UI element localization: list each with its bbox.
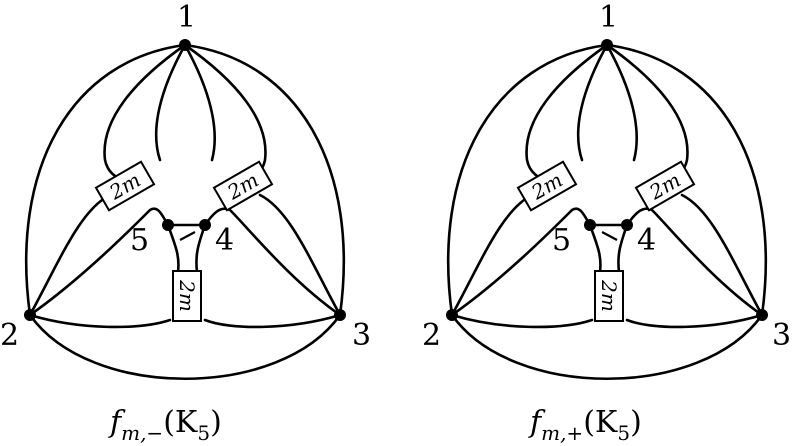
vertex-label-3: 3 (772, 318, 791, 353)
vertex-1 (179, 39, 191, 51)
vertex-label-3: 3 (352, 318, 371, 353)
outer-arc-2-3 (450, 313, 764, 381)
twist-box-bottom: 2m (172, 270, 202, 322)
arc-2-mid (28, 207, 170, 317)
vertex-3 (756, 309, 768, 321)
inner-arc-1-right (183, 43, 267, 184)
vertex-3 (334, 309, 346, 321)
caption-right: fm,+(K5) (528, 405, 642, 445)
vertex-label-2: 2 (422, 318, 441, 353)
vertex-label-5: 5 (552, 223, 571, 258)
vertex-5 (584, 219, 596, 231)
caption-left: fm,−(K5) (108, 405, 222, 445)
vertex-label-4: 4 (637, 223, 656, 258)
outer-arc-1-2 (447, 43, 609, 317)
outer-arc-1-2 (25, 43, 187, 317)
inner-arc-1-left2 (576, 43, 609, 162)
arc-3-rightbox (258, 193, 342, 317)
twist-box-right: 2m (634, 160, 696, 212)
arc-2-bottom (450, 313, 594, 329)
arc-2-leftbox (450, 193, 534, 317)
diagram-right: 2m 2m 2m 1 2 3 5 4 fm,+(K5) (422, 0, 791, 445)
twist-box-right: 2m (212, 160, 274, 212)
arc-3-bottom (625, 313, 764, 329)
vertex-label-4: 4 (215, 223, 234, 258)
svg-text:2m: 2m (597, 279, 621, 312)
arc-2-leftbox (28, 193, 112, 317)
arc-2-mid (450, 207, 592, 317)
strand-4-down (195, 223, 207, 274)
twist-box-left: 2m (516, 160, 578, 212)
arc-3-bottom (203, 313, 342, 329)
arc-3-rightbox (680, 193, 764, 317)
strand-5-down (166, 223, 180, 274)
vertex-2 (446, 309, 458, 321)
inner-arc-1-right2 (183, 43, 216, 162)
twist-box-bottom: 2m (594, 270, 624, 322)
svg-text:2m: 2m (175, 279, 199, 312)
diagram-left: 2m 2m 2m 1 2 3 5 4 fm,−(K5) (0, 0, 371, 445)
arc-3-mid (203, 207, 342, 317)
vertex-5 (162, 219, 174, 231)
inner-arc-1-left (103, 43, 187, 184)
vertex-label-2: 2 (0, 318, 19, 353)
inner-arc-1-right2 (605, 43, 638, 162)
crossing-strand (601, 231, 618, 241)
strand-5-down (588, 223, 602, 274)
arc-3-mid (625, 207, 764, 317)
inner-arc-1-left (525, 43, 609, 184)
twist-box-left: 2m (94, 160, 156, 212)
vertex-label-1: 1 (177, 0, 196, 35)
vertex-label-5: 5 (130, 223, 149, 258)
outer-arc-2-3 (28, 313, 342, 381)
inner-arc-1-right (605, 43, 689, 184)
vertex-4 (199, 219, 211, 231)
vertex-4 (621, 219, 633, 231)
vertex-label-1: 1 (599, 0, 618, 35)
vertex-2 (24, 309, 36, 321)
vertex-1 (601, 39, 613, 51)
outer-arc-1-3 (183, 43, 345, 317)
outer-arc-1-3 (605, 43, 767, 317)
crossing-strand (179, 231, 196, 241)
inner-arc-1-left2 (154, 43, 187, 162)
strand-4-down (617, 223, 629, 274)
arc-2-bottom (28, 313, 172, 329)
